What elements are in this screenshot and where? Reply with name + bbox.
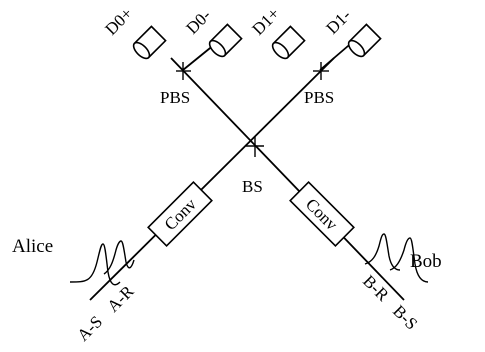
bs-mark — [246, 136, 264, 157]
pbs-right-mark — [313, 62, 329, 80]
detector-d1-minus-icon — [347, 23, 382, 58]
converter-left-box: Conv — [147, 181, 213, 247]
beam-right-arm — [170, 57, 405, 301]
label-bob: Bob — [410, 251, 442, 272]
bob-pulse-signal — [389, 237, 429, 283]
detector-d0-plus-icon — [132, 25, 167, 60]
pbs-left-mark — [176, 62, 191, 80]
label-alice: Alice — [12, 236, 53, 257]
label-alice-signal: A-S — [73, 312, 106, 345]
label-alice-reference: A-R — [103, 281, 138, 316]
label-bob-signal: B-S — [389, 301, 421, 333]
label-d1-plus: D1+ — [248, 4, 283, 39]
beam-left-arm — [89, 57, 335, 301]
alice-pulse-signal — [69, 243, 121, 286]
label-pbs-right: PBS — [304, 88, 334, 107]
label-bs: BS — [242, 177, 263, 196]
detector-d0-minus-icon — [208, 23, 243, 58]
label-pbs-left: PBS — [160, 88, 190, 107]
converter-right-box: Conv — [289, 181, 355, 247]
detector-d1-plus-icon — [271, 25, 306, 60]
bob-pulse-reference — [364, 233, 401, 271]
label-bob-reference: B-R — [359, 271, 393, 305]
label-d1-minus: D1- — [322, 5, 354, 37]
alice-pulse-reference — [103, 240, 135, 275]
label-d0-minus: D0- — [182, 5, 214, 37]
label-d0-plus: D0+ — [101, 4, 136, 39]
